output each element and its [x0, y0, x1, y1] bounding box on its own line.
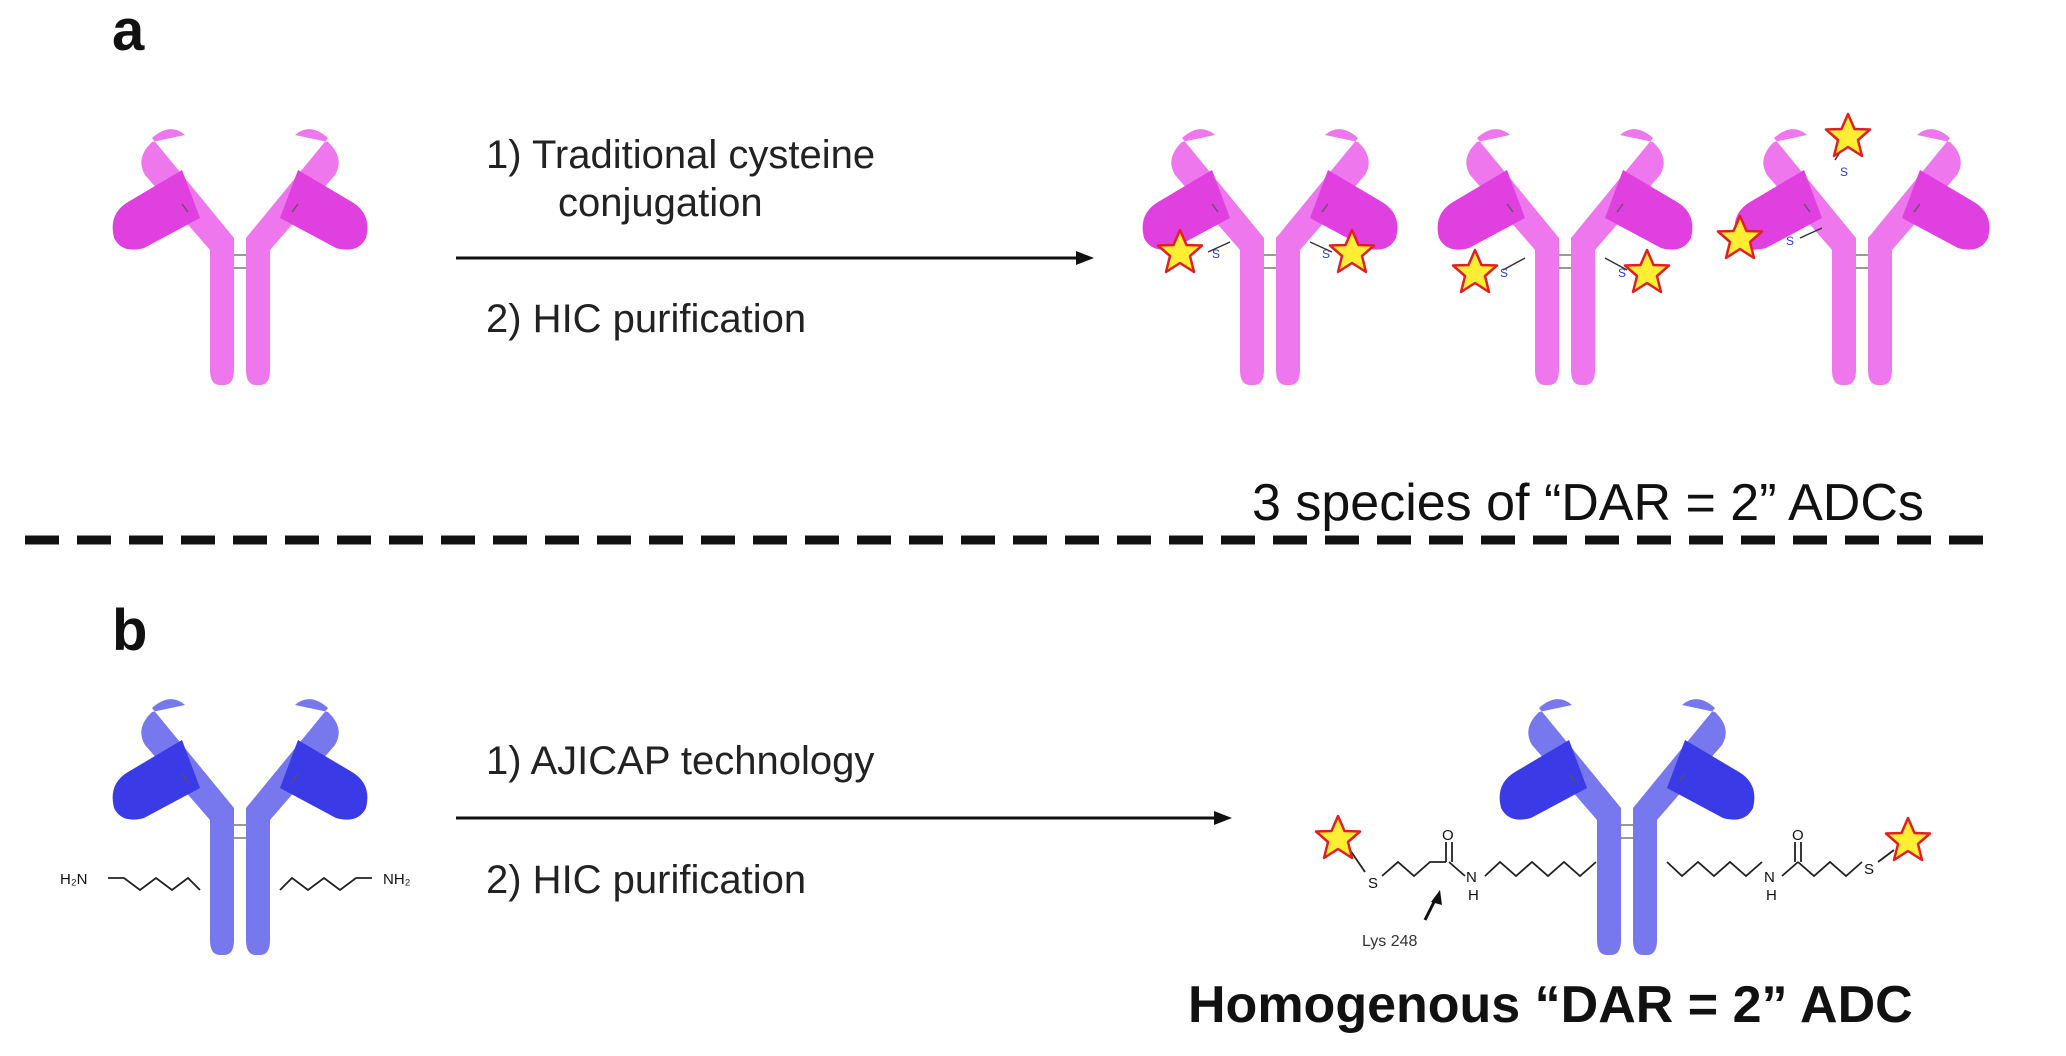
panel-a-step2: 2) HIC purification	[486, 297, 806, 341]
lys-248-label: Lys 248	[1362, 933, 1418, 950]
species-3-payloads: S S	[1716, 112, 1872, 260]
light-chain-left	[1734, 170, 1822, 250]
disulfide-bond	[1913, 203, 1921, 213]
panel-a-step1-cont: conjugation	[558, 181, 763, 225]
payload-star-left	[1314, 814, 1362, 860]
antibody-a-species-2	[1437, 129, 1693, 385]
svg-text:S: S	[1500, 266, 1508, 280]
light-chain-right	[280, 170, 368, 250]
light-chain-right	[1667, 740, 1755, 820]
heavy-chain-right	[246, 129, 339, 385]
antibody-a-species-3	[1734, 129, 1990, 385]
disulfide-bond	[291, 773, 299, 783]
disulfide-bond	[1211, 203, 1219, 213]
antibody-a-unconjugated	[112, 129, 368, 385]
lysine-chains-native	[108, 876, 372, 892]
svg-text:S: S	[1618, 266, 1626, 280]
disulfide-bond	[1803, 203, 1811, 213]
heavy-chain-right	[1633, 699, 1726, 955]
payload-star	[1623, 248, 1671, 294]
payload-star	[1451, 248, 1499, 294]
heavy-chain-left	[141, 129, 234, 385]
disulfide-bond	[181, 203, 189, 213]
oxygen-left: O	[1442, 827, 1454, 844]
disulfide-bond	[1321, 203, 1329, 213]
heavy-chain-left	[1528, 699, 1621, 955]
light-chain-left	[1437, 170, 1525, 250]
linker-left	[1349, 842, 1597, 878]
panel-b-arrowhead	[1214, 811, 1232, 825]
disulfide-bond	[291, 203, 299, 213]
light-chain-right	[1310, 170, 1398, 250]
panel-b-caption: Homogenous “DAR = 2” ADC	[1188, 976, 1913, 1034]
heavy-chain-left	[1466, 129, 1559, 385]
payload-star	[1824, 112, 1872, 158]
antibody-b-native	[112, 699, 368, 955]
disulfide-bond	[181, 773, 189, 783]
panel-b-label: b	[112, 598, 147, 663]
payload-star-right	[1884, 816, 1932, 862]
antibody-b-conjugated	[1499, 699, 1755, 955]
heavy-chain-left	[141, 699, 234, 955]
light-chain-left	[112, 740, 200, 820]
species-2-payloads: S S	[1451, 248, 1671, 294]
disulfide-bond	[1616, 203, 1624, 213]
panel-a-arrowhead	[1076, 251, 1094, 265]
panel-b-step2: 2) HIC purification	[486, 858, 806, 902]
sulfur-right: S	[1864, 861, 1874, 878]
svg-text:S: S	[1322, 247, 1330, 261]
disulfide-bond	[1568, 773, 1576, 783]
svg-text:S: S	[1840, 165, 1848, 179]
heavy-chain-right	[246, 699, 339, 955]
light-chain-left	[1499, 740, 1587, 820]
disulfide-bond	[1506, 203, 1514, 213]
lys-arrowhead	[1431, 890, 1442, 905]
light-chain-right	[1605, 170, 1693, 250]
light-chain-left	[1142, 170, 1230, 250]
oxygen-right: O	[1792, 827, 1804, 844]
heavy-chain-right	[1868, 129, 1961, 385]
panel-a-caption: 3 species of “DAR = 2” ADCs	[1252, 474, 1924, 532]
panel-b-step1: 1) AJICAP technology	[486, 739, 874, 783]
light-chain-left	[112, 170, 200, 250]
panel-a-label: a	[112, 0, 145, 63]
hydrogen-left: H	[1468, 887, 1479, 904]
panel-a-step1: 1) Traditional cysteine	[486, 133, 875, 177]
light-chain-right	[280, 740, 368, 820]
nitrogen-right: N	[1764, 869, 1775, 886]
amine-right: NH₂	[383, 871, 411, 888]
disulfide-bond	[1678, 773, 1686, 783]
amine-left: H₂N	[60, 871, 88, 888]
svg-text:S: S	[1786, 234, 1794, 248]
svg-text:S: S	[1212, 247, 1220, 261]
light-chain-right	[1902, 170, 1990, 250]
linker-right	[1666, 842, 1895, 878]
antibody-a-species-1	[1142, 129, 1398, 385]
nitrogen-left: N	[1466, 869, 1477, 886]
species-1-payloads: S S	[1156, 228, 1376, 274]
sulfur-left: S	[1368, 875, 1378, 892]
hydrogen-right: H	[1766, 887, 1777, 904]
